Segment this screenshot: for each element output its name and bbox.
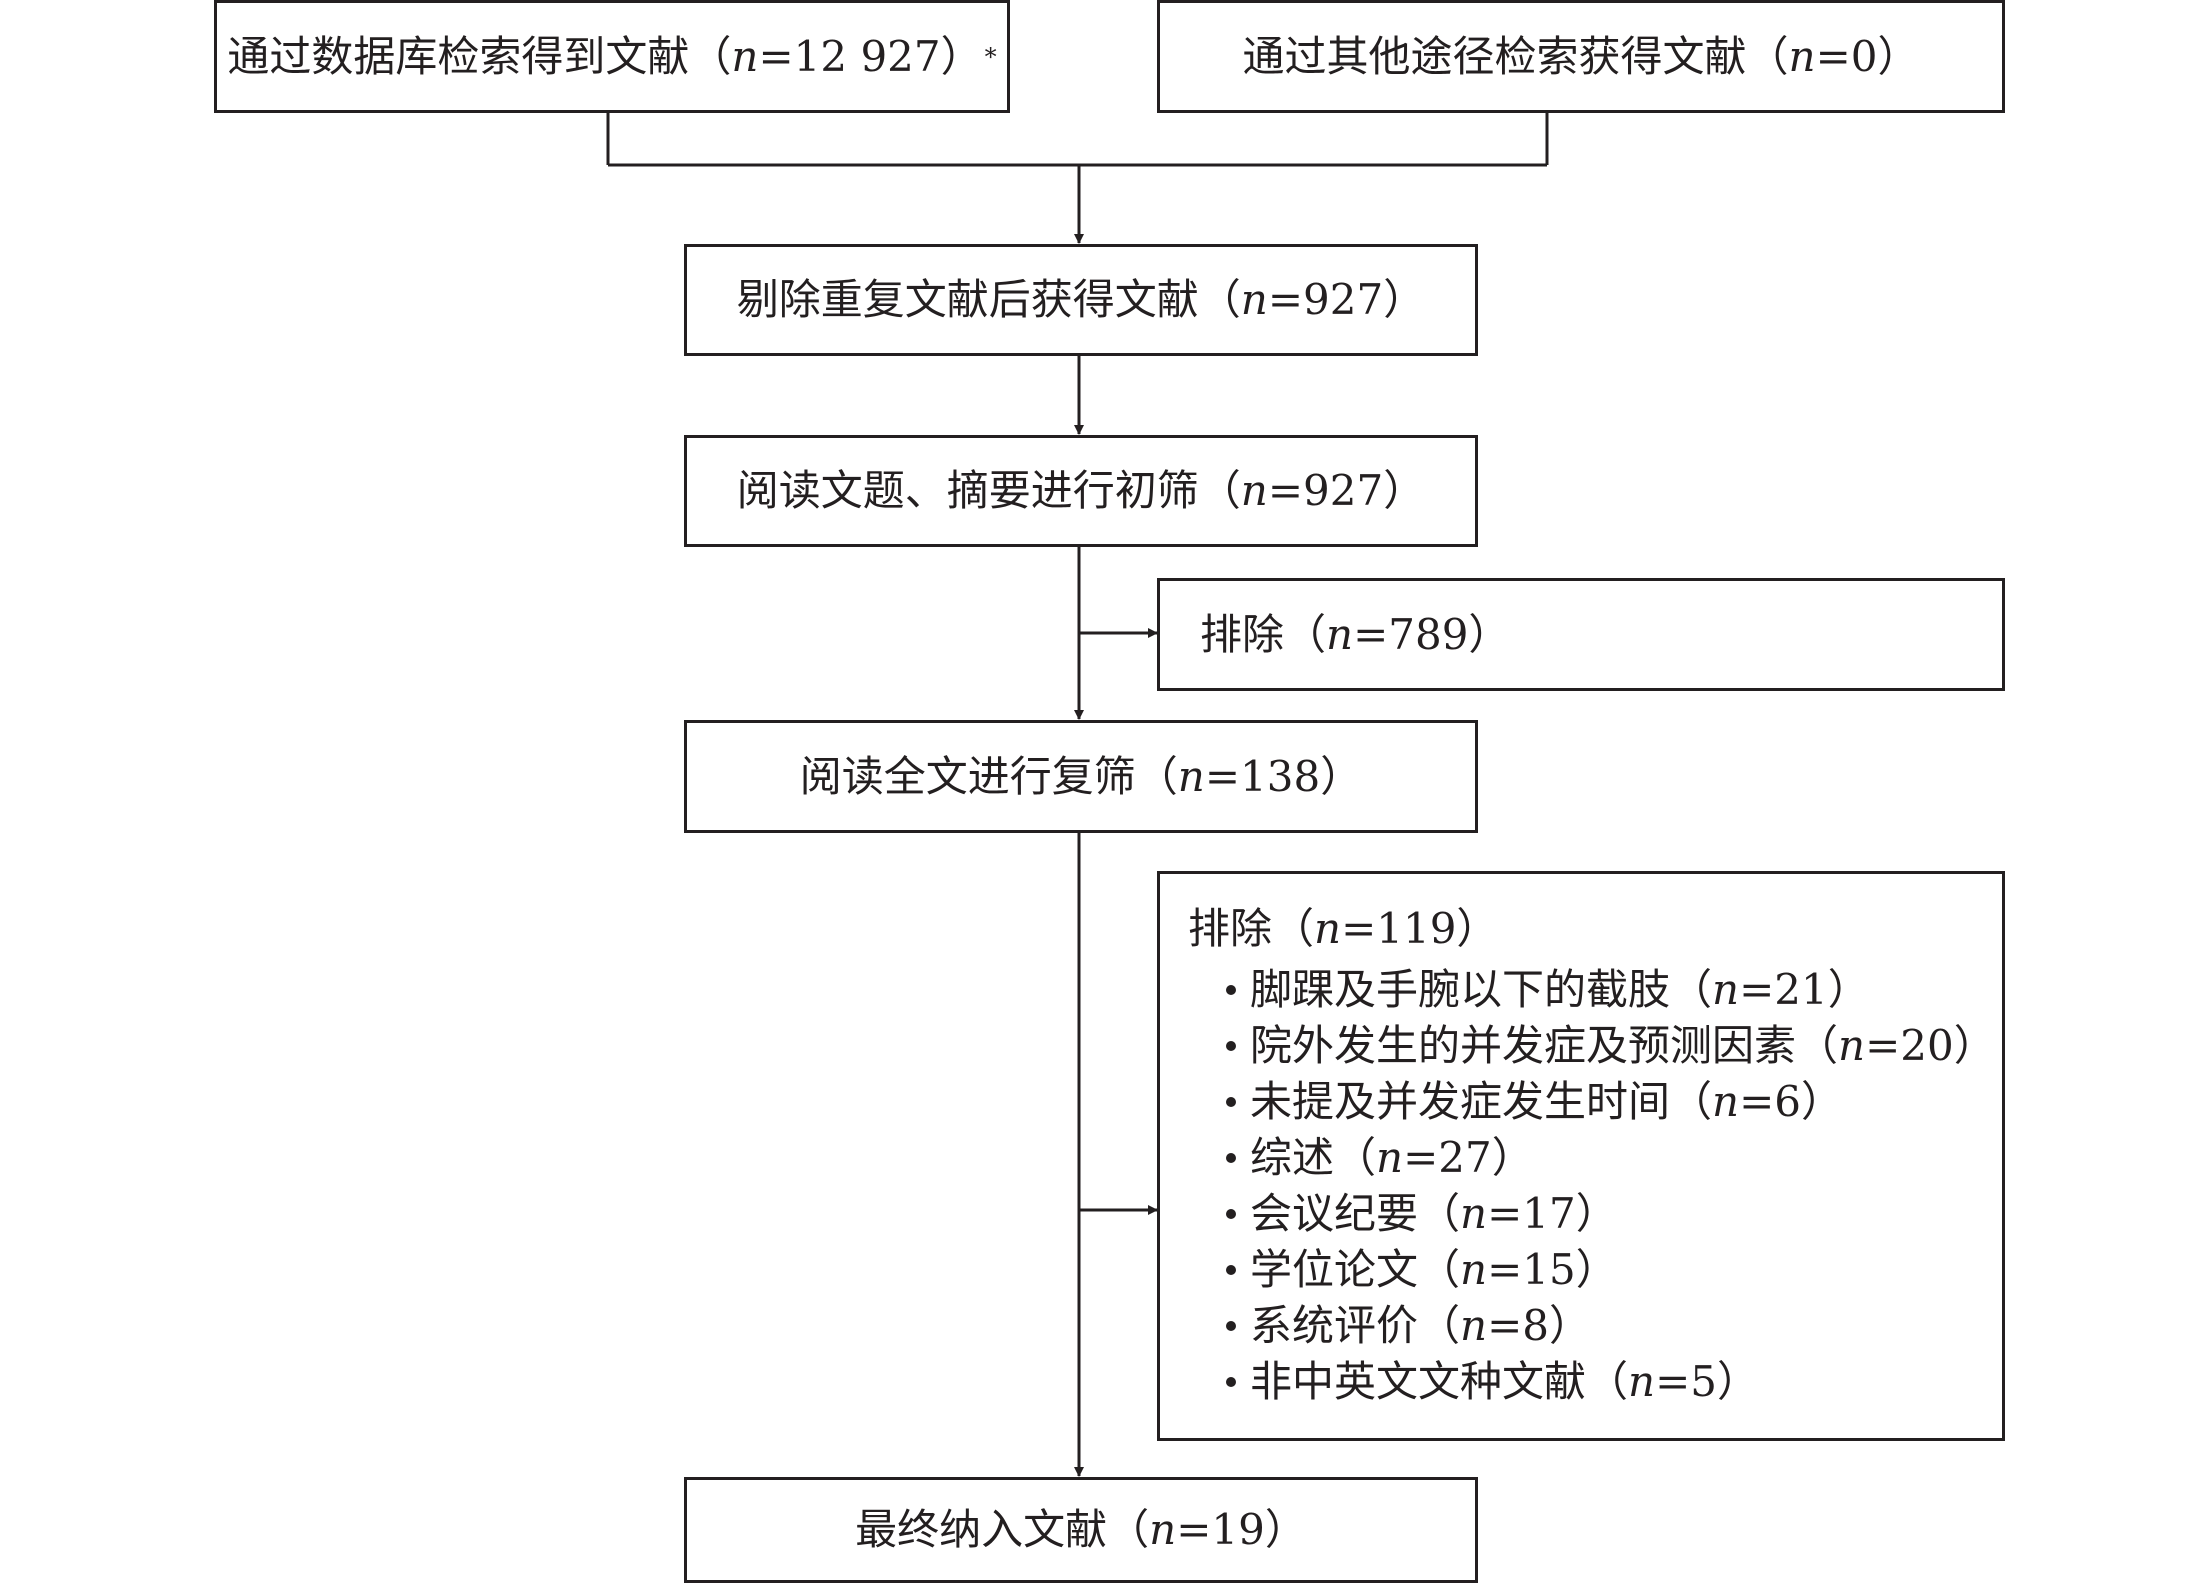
exclusion-reason-n-symbol: n bbox=[1838, 1021, 1866, 1070]
after-dedup-n-symbol: n bbox=[1240, 275, 1268, 324]
database-search-count: =12 927） bbox=[758, 31, 983, 81]
exclusion-reason-count: =27） bbox=[1403, 1133, 1534, 1182]
database-search-box: 通过数据库检索得到文献（n=12 927）* bbox=[214, 0, 1010, 113]
exclusion-reasons-list: 脚踝及手腕以下的截肢（n=21） 院外发生的并发症及预测因素（n=20） 未提及… bbox=[1226, 962, 1996, 1410]
exclusion-reason-label: 非中英文文种文献（ bbox=[1250, 1357, 1629, 1406]
exclusion-reason-count: =15） bbox=[1487, 1245, 1618, 1294]
fulltext-screen-box: 阅读全文进行复筛（n=138） bbox=[684, 720, 1478, 833]
exclusion-reason-n-symbol: n bbox=[1460, 1245, 1488, 1294]
exclusion-reason-item: 学位论文（n=15） bbox=[1226, 1242, 1996, 1298]
exclusion-reason-n-symbol: n bbox=[1376, 1133, 1404, 1182]
after-dedup-box: 剔除重复文献后获得文献（n=927） bbox=[684, 244, 1478, 356]
exclusion-reason-n-symbol: n bbox=[1712, 965, 1740, 1014]
exclusion-reason-count: =21） bbox=[1739, 965, 1870, 1014]
exclusion-reason-label: 会议纪要（ bbox=[1250, 1189, 1461, 1238]
bullet-icon bbox=[1226, 1265, 1236, 1275]
exclusion-reason-label: 系统评价（ bbox=[1250, 1301, 1461, 1350]
fulltext-screen-n-symbol: n bbox=[1177, 751, 1205, 801]
exclusion-reason-label: 院外发生的并发症及预测因素（ bbox=[1250, 1021, 1839, 1070]
exclusion-reason-item: 综述（n=27） bbox=[1226, 1130, 1996, 1186]
final-included-label: 最终纳入文献（ bbox=[855, 1505, 1150, 1554]
exclusion-reason-n-symbol: n bbox=[1460, 1189, 1488, 1238]
final-included-box: 最终纳入文献（n=19） bbox=[684, 1477, 1478, 1583]
excluded-second-box: 排除（n=119） 脚踝及手腕以下的截肢（n=21） 院外发生的并发症及预测因素… bbox=[1157, 871, 2005, 1441]
exclusion-reason-item: 脚踝及手腕以下的截肢（n=21） bbox=[1226, 962, 1996, 1018]
exclusion-reason-count: =8） bbox=[1487, 1301, 1591, 1350]
title-abstract-screen-label: 阅读文题、摘要进行初筛（ bbox=[736, 466, 1241, 515]
fulltext-screen-count: =138） bbox=[1204, 751, 1363, 801]
excluded-second-heading: 排除（n=119） bbox=[1188, 908, 1498, 950]
title-abstract-screen-box: 阅读文题、摘要进行初筛（n=927） bbox=[684, 435, 1478, 547]
excluded-first-count: =789） bbox=[1353, 609, 1511, 659]
exclusion-reason-count: =5） bbox=[1655, 1357, 1759, 1406]
exclusion-reason-label: 学位论文（ bbox=[1250, 1245, 1461, 1294]
bullet-icon bbox=[1226, 1097, 1236, 1107]
fulltext-screen-label: 阅读全文进行复筛（ bbox=[799, 751, 1178, 801]
bullet-icon bbox=[1226, 1377, 1236, 1387]
exclusion-reason-item: 非中英文文种文献（n=5） bbox=[1226, 1354, 1996, 1410]
bullet-icon bbox=[1226, 1209, 1236, 1219]
exclusion-reason-n-symbol: n bbox=[1712, 1077, 1740, 1126]
excluded-second-n-symbol: n bbox=[1314, 904, 1342, 953]
excluded-first-label: 排除（ bbox=[1200, 609, 1327, 659]
title-abstract-screen-n-symbol: n bbox=[1240, 466, 1268, 515]
exclusion-reason-label: 综述（ bbox=[1250, 1133, 1377, 1182]
bullet-icon bbox=[1226, 1321, 1236, 1331]
exclusion-reason-label: 未提及并发症发生时间（ bbox=[1250, 1077, 1713, 1126]
exclusion-reason-n-symbol: n bbox=[1628, 1357, 1656, 1406]
other-sources-label: 通过其他途径检索获得文献（ bbox=[1242, 31, 1789, 81]
excluded-second-count: =119） bbox=[1341, 904, 1499, 953]
database-search-n-symbol: n bbox=[731, 31, 759, 81]
title-abstract-screen-count: =927） bbox=[1267, 466, 1426, 515]
after-dedup-label: 剔除重复文献后获得文献（ bbox=[736, 275, 1241, 324]
database-search-label: 通过数据库检索得到文献（ bbox=[227, 31, 732, 81]
exclusion-reason-n-symbol: n bbox=[1460, 1301, 1488, 1350]
bullet-icon bbox=[1226, 1041, 1236, 1051]
exclusion-reason-item: 系统评价（n=8） bbox=[1226, 1298, 1996, 1354]
other-sources-count: =0） bbox=[1815, 31, 1920, 81]
excluded-second-label: 排除（ bbox=[1188, 904, 1315, 953]
bullet-icon bbox=[1226, 985, 1236, 995]
exclusion-reason-item: 会议纪要（n=17） bbox=[1226, 1186, 1996, 1242]
exclusion-reason-item: 未提及并发症发生时间（n=6） bbox=[1226, 1074, 1996, 1130]
after-dedup-count: =927） bbox=[1267, 275, 1426, 324]
database-search-footnote-mark: * bbox=[984, 42, 997, 71]
bullet-icon bbox=[1226, 1153, 1236, 1163]
exclusion-reason-count: =20） bbox=[1865, 1021, 1996, 1070]
other-sources-n-symbol: n bbox=[1788, 31, 1816, 81]
excluded-first-box: 排除（n=789） bbox=[1157, 578, 2005, 691]
other-sources-box: 通过其他途径检索获得文献（n=0） bbox=[1157, 0, 2005, 113]
excluded-first-n-symbol: n bbox=[1326, 609, 1354, 659]
exclusion-reason-label: 脚踝及手腕以下的截肢（ bbox=[1250, 965, 1713, 1014]
final-included-count: =19） bbox=[1176, 1505, 1307, 1554]
exclusion-reason-count: =17） bbox=[1487, 1189, 1618, 1238]
exclusion-reason-item: 院外发生的并发症及预测因素（n=20） bbox=[1226, 1018, 1996, 1074]
final-included-n-symbol: n bbox=[1149, 1505, 1177, 1554]
exclusion-reason-count: =6） bbox=[1739, 1077, 1843, 1126]
